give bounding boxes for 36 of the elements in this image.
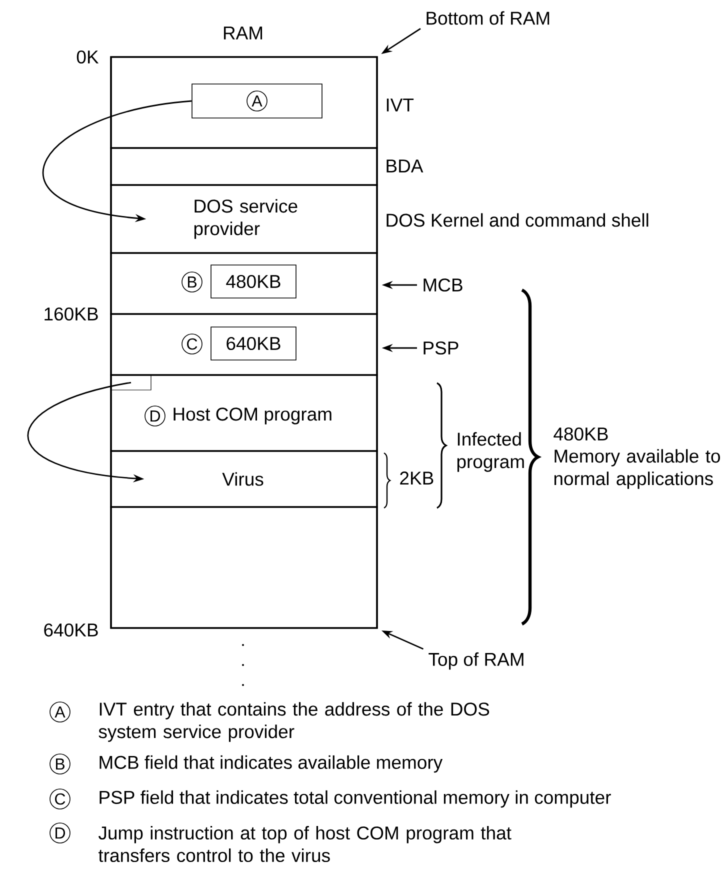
circled-letter: B (182, 272, 202, 292)
pointer-label: Bottom of RAM (426, 11, 550, 25)
key-text: PSP field that indicates total conventional memory in computer (100, 790, 611, 808)
circled-letter: B (50, 754, 70, 774)
memory-band (110, 506, 378, 629)
key-text: IVT entry that contains the address of the DOS system service provider (98, 702, 490, 742)
band-label: BDA (386, 160, 424, 172)
size-label: 2KB (400, 472, 434, 484)
region-label: Memory available to normal applications (554, 449, 720, 489)
circled-letter: C (50, 788, 70, 810)
band-text: 640KB (226, 336, 280, 350)
memory-band (110, 252, 378, 315)
heading: RAM (224, 26, 262, 40)
circled-letter: D (144, 406, 166, 426)
band-label: IVT (386, 98, 414, 112)
jump-instruction-box (110, 374, 152, 390)
circled-letter: C (182, 334, 202, 354)
key-text: MCB field that indicates available memory (100, 755, 443, 773)
key-text: Jump instruction at top of host COM program that transfers control to the virus (98, 826, 512, 862)
band-text: DOS service provider (194, 199, 298, 239)
band-label: DOS Kernel and command shell (386, 213, 648, 227)
region-label: Infected program (457, 432, 524, 472)
pointer-label: PSP (424, 341, 458, 355)
circled-letter: A (246, 90, 268, 112)
address-label: 0K (76, 50, 99, 64)
size-label: 480KB (554, 427, 608, 441)
band-text: Host COM program (174, 408, 332, 424)
circled-letter: A (50, 702, 70, 722)
memory-band (110, 313, 378, 376)
pointer-label: MCB (424, 278, 462, 292)
circled-letter: D (50, 822, 70, 844)
address-label: 160KB (44, 307, 98, 321)
band-text: 480KB (226, 274, 280, 288)
address-label: 640KB (44, 623, 98, 637)
band-text: Virus (222, 472, 264, 486)
pointer-label: Top of RAM (428, 652, 524, 670)
